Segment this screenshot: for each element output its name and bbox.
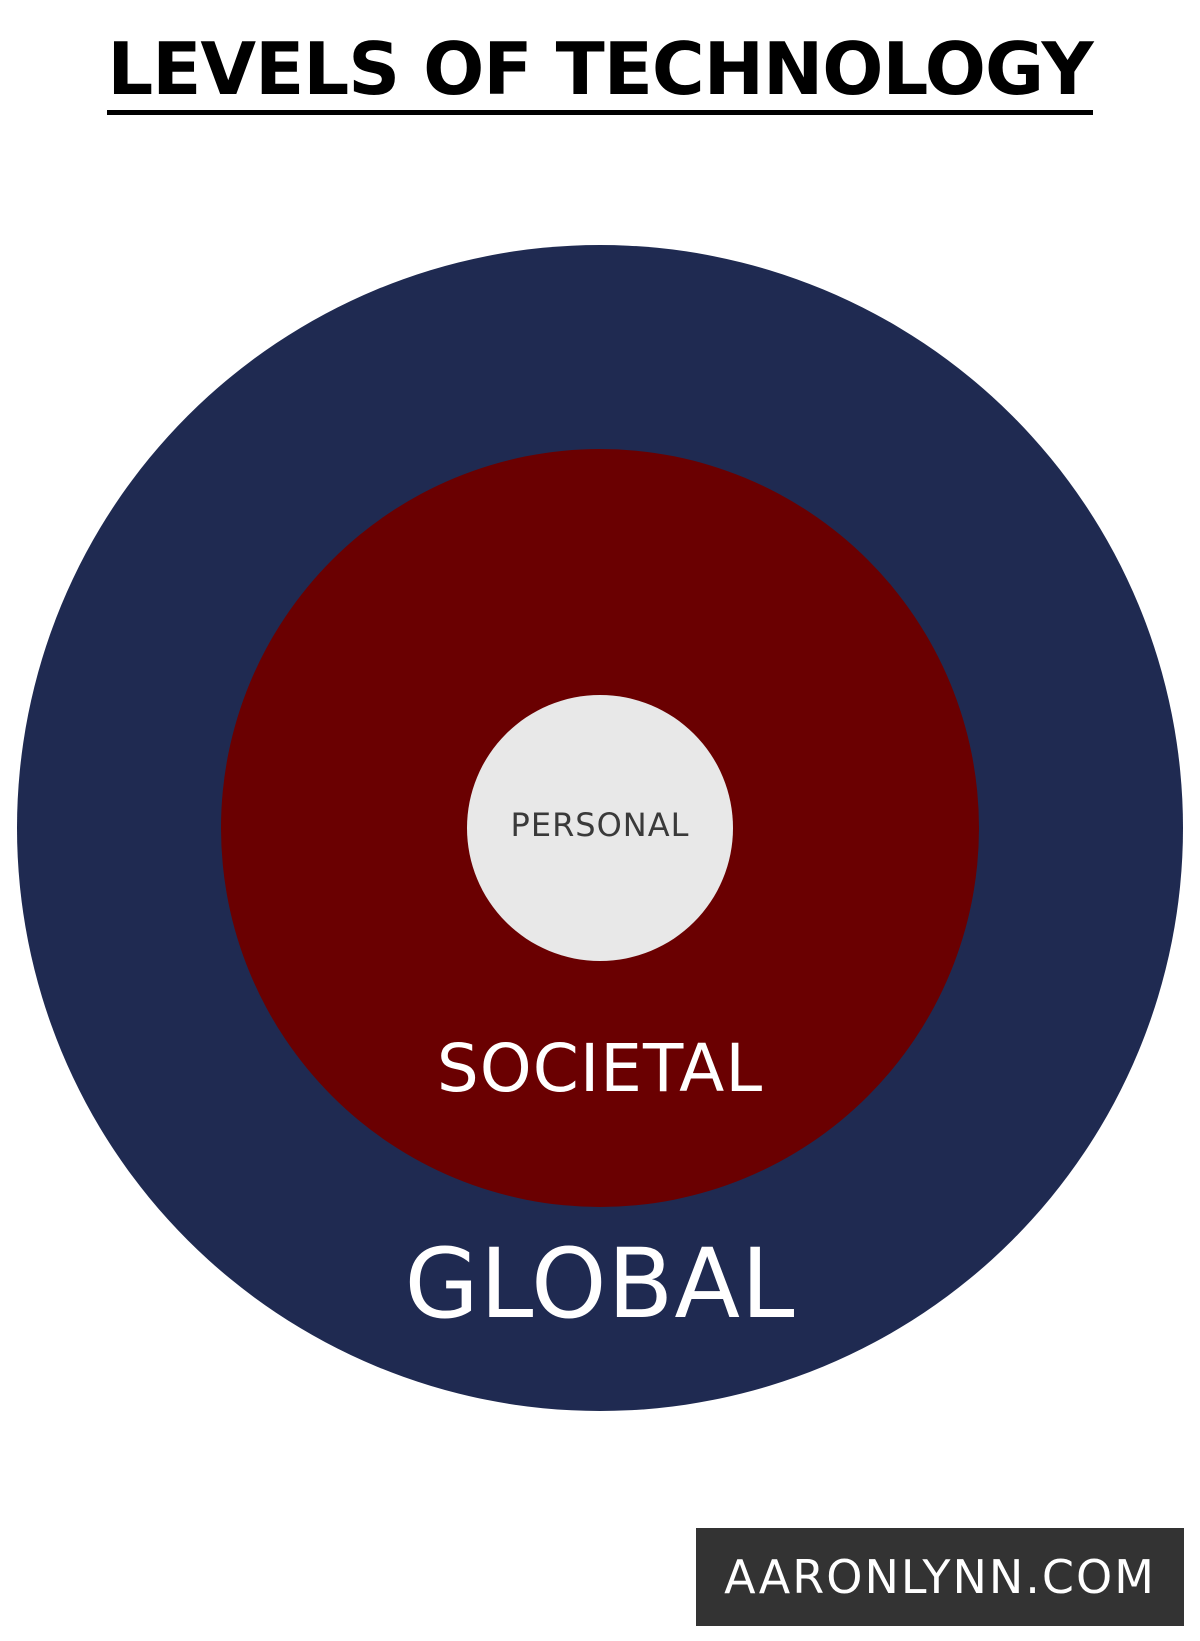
diagram-title-text: LEVELS OF TECHNOLOGY: [107, 30, 1094, 115]
website-watermark: AARONLYNN.COM: [696, 1528, 1184, 1626]
personal-level-circle: [467, 695, 733, 961]
diagram-title: LEVELS OF TECHNOLOGY: [0, 30, 1200, 115]
societal-level-label: SOCIETAL: [436, 1030, 764, 1107]
global-level-label: GLOBAL: [404, 1228, 796, 1340]
personal-level-label: PERSONAL: [510, 806, 690, 844]
watermark-text: AARONLYNN.COM: [724, 1550, 1156, 1604]
